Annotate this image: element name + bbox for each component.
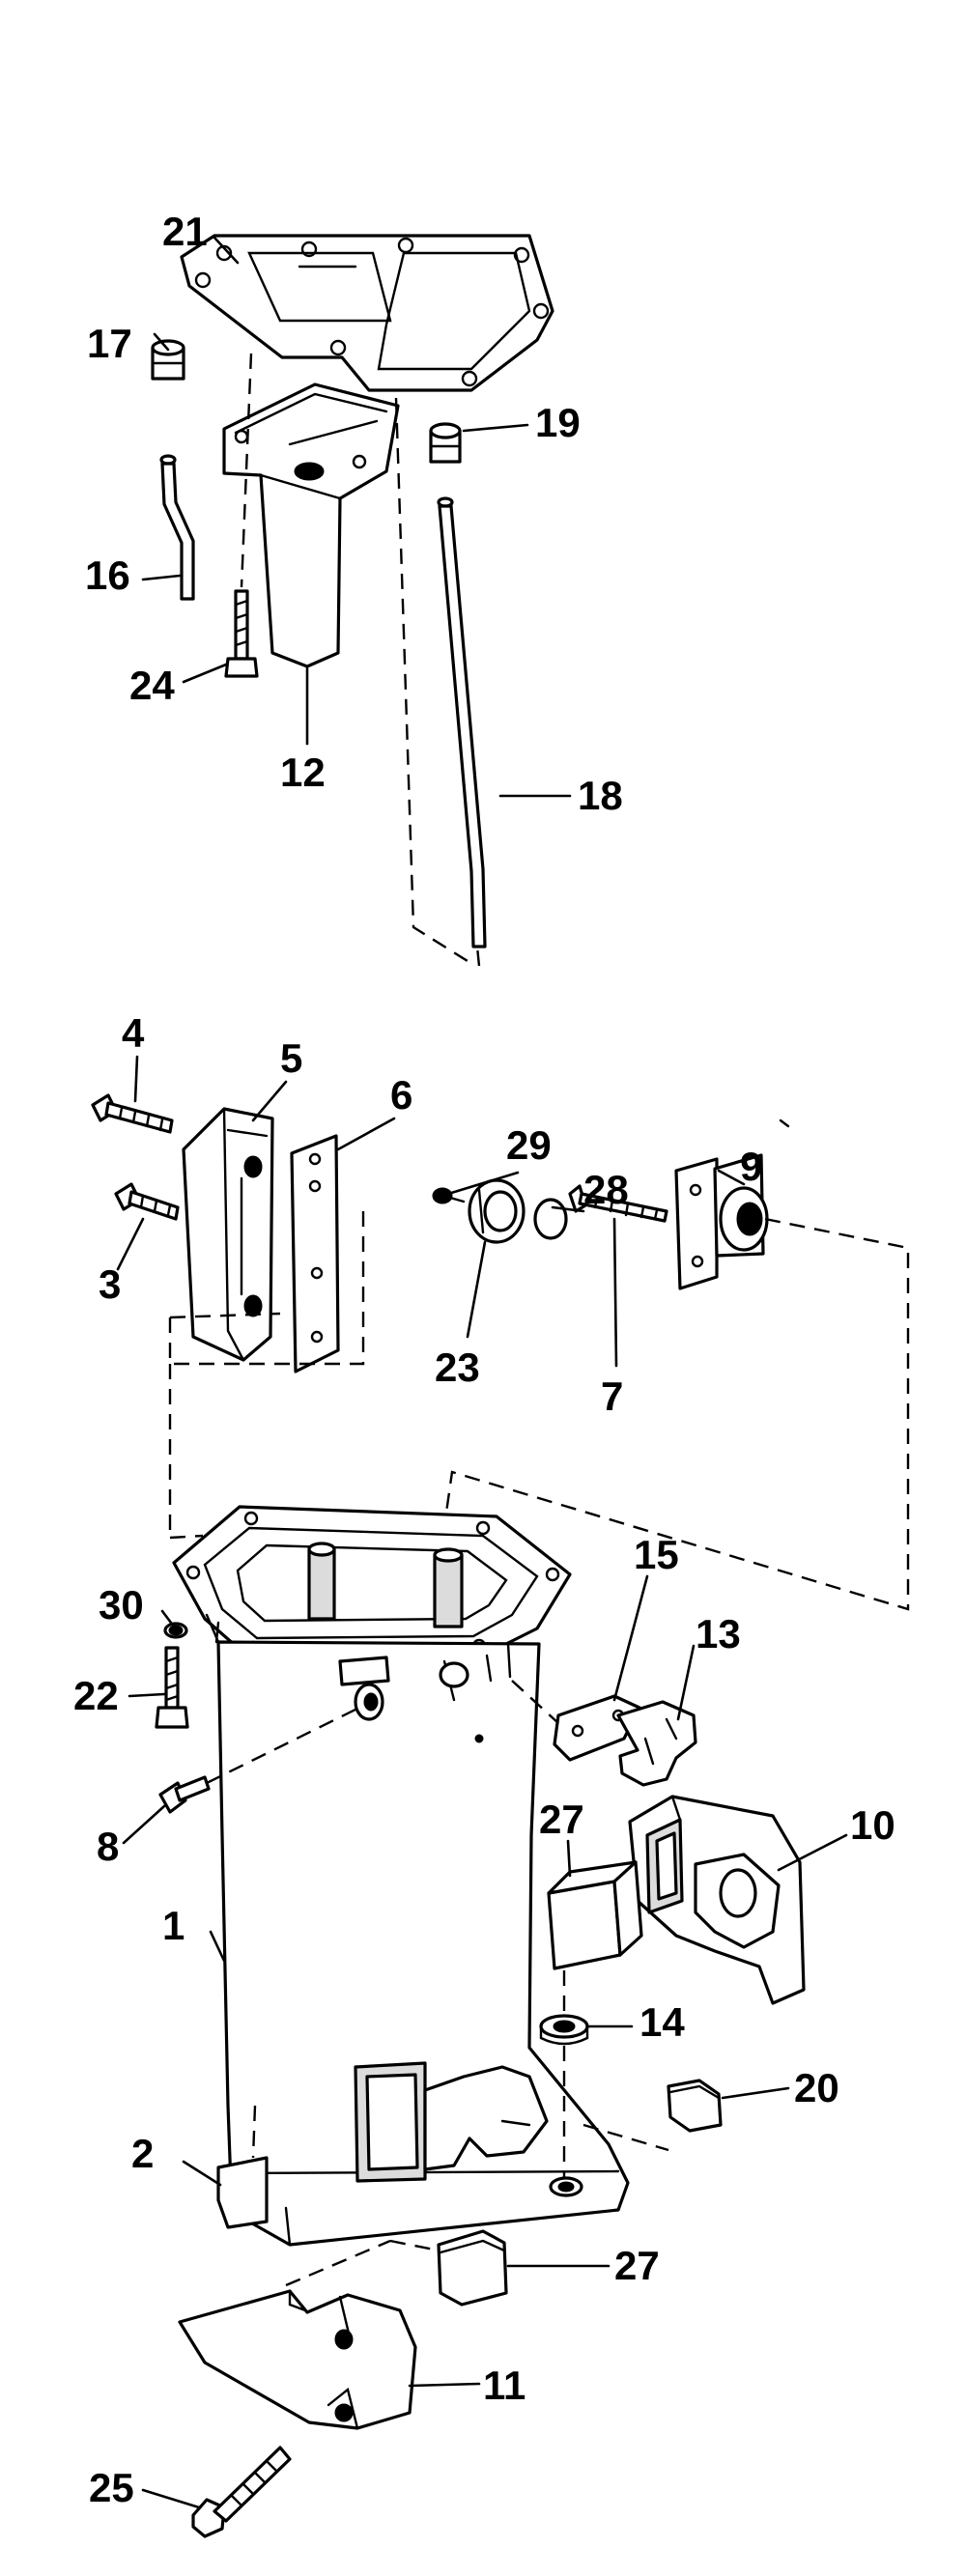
part-2-clip — [216, 2156, 269, 2229]
part-14-grommet — [539, 2014, 589, 2046]
callout-29: 29 — [506, 1122, 552, 1168]
callout-6: 6 — [390, 1072, 412, 1118]
callout-4: 4 — [122, 1010, 145, 1056]
part-23-plug — [468, 1178, 526, 1244]
part-7-screw — [568, 1184, 668, 1223]
callout-17: 17 — [87, 321, 132, 366]
callout-22: 22 — [73, 1673, 119, 1718]
part-6-gasket — [290, 1134, 340, 1373]
callout-24: 24 — [129, 663, 175, 708]
part-18-tube — [437, 496, 487, 948]
callout-25: 25 — [89, 2465, 134, 2510]
part-25-screw — [191, 2446, 292, 2538]
callout-12: 12 — [280, 750, 326, 795]
part-10-mount — [628, 1795, 806, 2005]
part-13-bracket — [616, 1700, 697, 1787]
callout-9: 9 — [740, 1144, 762, 1189]
callout-7: 7 — [601, 1373, 623, 1419]
callout-10: 10 — [850, 1802, 895, 1848]
part-17-grommet — [151, 339, 185, 381]
callout-30: 30 — [99, 1582, 144, 1628]
callout-21: 21 — [162, 209, 208, 254]
part-29-screw — [432, 1187, 466, 1204]
part-27-block-lower — [437, 2229, 508, 2307]
part-1-main-housing — [172, 1505, 630, 2247]
callout-27a: 27 — [539, 1797, 584, 1842]
callout-13: 13 — [696, 1611, 741, 1656]
part-16-tube — [159, 454, 195, 601]
part-9-connector — [674, 1153, 769, 1290]
part-22-screw — [155, 1646, 189, 1729]
part-3-screw — [114, 1182, 180, 1221]
part-5-cover — [182, 1107, 274, 1362]
callout-15: 15 — [634, 1532, 679, 1577]
callout-18: 18 — [578, 773, 623, 818]
callout-20: 20 — [794, 2065, 839, 2110]
stray-mark — [779, 1118, 790, 1128]
callout-28: 28 — [583, 1167, 629, 1212]
callout-3: 3 — [99, 1261, 121, 1307]
part-28-o-ring — [533, 1198, 568, 1240]
part-21-gasket — [180, 234, 554, 392]
callout-23: 23 — [435, 1345, 480, 1390]
callout-8: 8 — [97, 1824, 119, 1869]
part-27-block-upper — [547, 1860, 643, 1970]
part-24-screw — [224, 589, 259, 678]
callout-5: 5 — [280, 1035, 302, 1081]
callout-16: 16 — [85, 552, 130, 598]
part-19-grommet — [429, 422, 462, 464]
callout-27b: 27 — [614, 2243, 660, 2288]
callout-1: 1 — [162, 1903, 185, 1948]
part-20-block — [667, 2079, 723, 2133]
part-11-lower-cover — [178, 2289, 417, 2430]
callout-11: 11 — [483, 2363, 526, 2408]
callout-2: 2 — [131, 2131, 154, 2176]
callout-14: 14 — [639, 1999, 685, 2045]
part-8-screw — [158, 1775, 211, 1814]
part-4-screw — [91, 1093, 174, 1134]
callout-19: 19 — [535, 400, 581, 445]
part-30-washer — [163, 1622, 188, 1639]
part-12-exhaust-housing — [222, 382, 400, 668]
